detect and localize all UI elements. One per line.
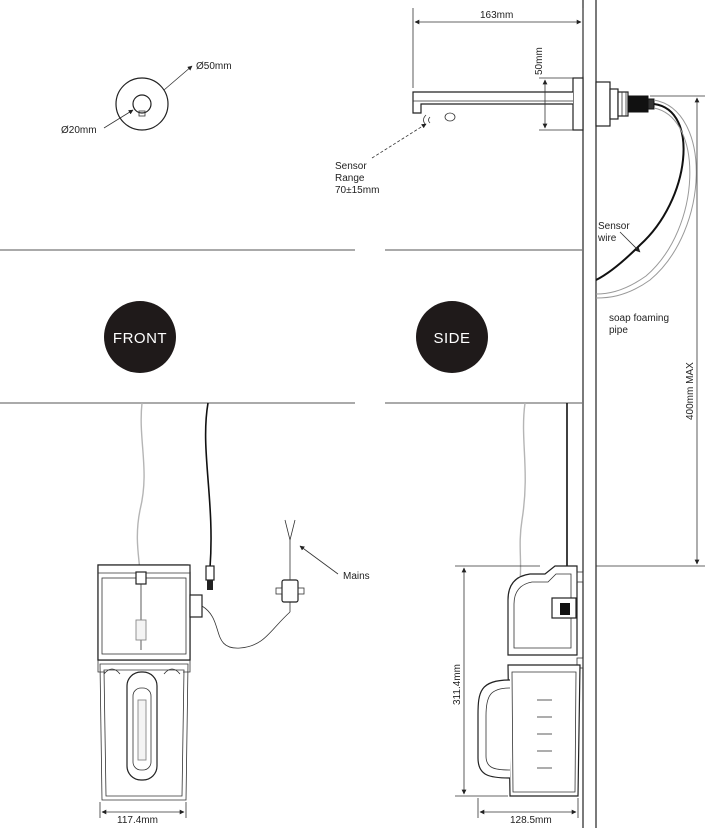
mains-label: Mains: [343, 571, 370, 582]
side-view: [477, 402, 584, 797]
sensor-range-value: 70±15mm: [335, 185, 379, 196]
nozzle-diameter-label: Ø20mm: [61, 125, 97, 136]
soap-pipe-label: soap foaming: [609, 313, 669, 324]
spout-height-dimension: [539, 77, 573, 131]
soap-pipe-inner: [595, 107, 691, 295]
nozzle-diameter-leader: [103, 109, 134, 129]
front-badge-label: FRONT: [113, 330, 167, 347]
soap-pipe-outer: [595, 99, 697, 299]
soap-pipe-label-2: pipe: [609, 325, 628, 336]
max-height-dimension: [596, 95, 705, 567]
spout-side-view: [412, 77, 655, 131]
section-dividers: [0, 249, 583, 404]
side-badge-label: SIDE: [433, 330, 470, 347]
mains-leader: [299, 545, 339, 575]
max-height-label: 400mm MAX: [685, 362, 696, 420]
sensor-wire-leader: [619, 231, 641, 253]
mains-lead: [201, 519, 305, 649]
front-badge: FRONT: [104, 301, 176, 373]
plate-diameter-leader: [163, 65, 193, 91]
unit-height-label: 311.4mm: [452, 664, 463, 705]
spout-height-label: 50mm: [534, 47, 545, 75]
front-view: [97, 402, 215, 801]
plate-diameter-label: Ø50mm: [196, 61, 232, 72]
sensor-range-label: Sensor: [335, 161, 367, 172]
front-width-dimension: [99, 802, 187, 818]
side-width-dimension: [477, 798, 579, 818]
nozzle-bottom-view: [103, 65, 193, 131]
wall: [582, 0, 597, 828]
sensor-range-leader: [371, 123, 427, 159]
side-badge: SIDE: [416, 301, 488, 373]
front-width-label: 117.4mm: [117, 815, 158, 826]
sensor-range-label-2: Range: [335, 173, 365, 184]
unit-height-dimension: [455, 565, 540, 797]
side-width-label: 128.5mm: [510, 815, 552, 826]
sensor-wire-label-2: wire: [597, 233, 617, 244]
spout-length-dimension: [412, 8, 584, 88]
sensor-wire: [595, 103, 685, 281]
spout-length-label: 163mm: [480, 10, 513, 21]
sensor-wire-label: Sensor: [598, 221, 630, 232]
